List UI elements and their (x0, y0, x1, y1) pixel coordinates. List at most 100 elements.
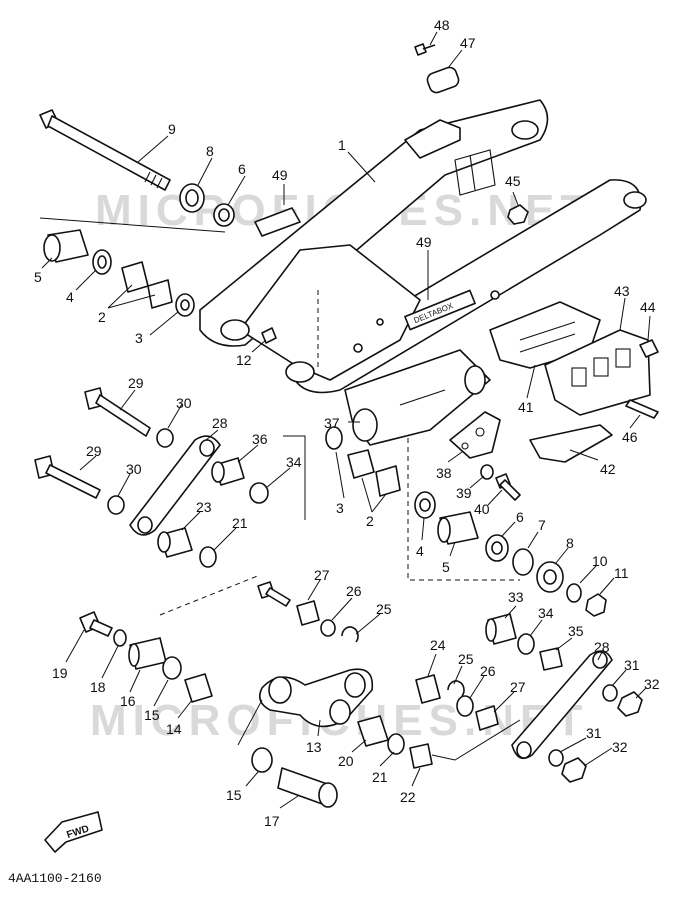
callout-25-lower: 25 (453, 651, 474, 685)
washer-31-upper (602, 684, 618, 702)
svg-text:25: 25 (376, 601, 392, 617)
callout-7: 7 (527, 517, 546, 549)
callout-30-lower: 30 (117, 461, 142, 497)
washer-30-upper (156, 428, 174, 448)
callout-5-left: 5 (34, 257, 53, 285)
callout-3-left: 3 (135, 311, 179, 346)
svg-text:34: 34 (286, 454, 302, 470)
callout-28-left: 28 (205, 415, 228, 441)
callout-12: 12 (236, 339, 267, 368)
oil-seal-4-center (414, 491, 436, 519)
collar-6 (213, 203, 235, 227)
callout-38: 38 (436, 451, 463, 481)
svg-text:36: 36 (252, 431, 268, 447)
svg-text:35: 35 (568, 623, 584, 639)
callout-19: 19 (52, 629, 85, 681)
callout-27-lower: 27 (493, 679, 526, 713)
callout-41: 41 (518, 364, 536, 415)
collar-5-center (437, 511, 479, 545)
callout-39: 39 (456, 475, 485, 501)
drawing-code: 4AA1100-2160 (8, 871, 102, 886)
svg-text:46: 46 (622, 429, 638, 445)
oil-seal-4 (92, 249, 112, 275)
callout-4-left: 4 (66, 269, 97, 305)
svg-text:24: 24 (430, 637, 446, 653)
washer-31-lower (548, 749, 564, 767)
svg-text:28: 28 (212, 415, 228, 431)
callout-32-lower: 32 (583, 739, 628, 767)
callout-6-top: 6 (227, 161, 246, 206)
callout-40: 40 (474, 489, 503, 517)
callout-47: 47 (447, 35, 476, 69)
callout-15-lower: 15 (226, 771, 259, 803)
callout-20: 20 (338, 739, 367, 769)
svg-text:27: 27 (510, 679, 526, 695)
callout-45: 45 (505, 173, 521, 206)
svg-text:37: 37 (324, 415, 340, 431)
callout-37: 37 (324, 415, 360, 431)
seal-15-upper (162, 656, 182, 680)
svg-text:23: 23 (196, 499, 212, 515)
washer-18 (113, 629, 127, 647)
oil-seal-8 (179, 183, 205, 213)
bolt-27-lower (475, 705, 499, 731)
callout-28-right: 28 (594, 639, 610, 661)
nut-32-lower (561, 757, 587, 783)
pin-12 (261, 327, 277, 344)
callout-24-lower: 24 (427, 637, 446, 677)
callout-26-lower: 26 (469, 663, 496, 699)
nut-11 (585, 593, 607, 617)
callout-22: 22 (400, 767, 421, 805)
connecting-rod-28-right (511, 650, 613, 760)
relay-13 (259, 668, 374, 728)
relay-arm-37 (344, 349, 491, 446)
pivot-collar-5 (43, 229, 89, 263)
bolt-48 (414, 43, 436, 56)
washer-3-center (325, 426, 343, 450)
svg-text:31: 31 (586, 725, 602, 741)
svg-text:38: 38 (436, 465, 452, 481)
svg-text:40: 40 (474, 501, 490, 517)
callout-11: 11 (599, 565, 629, 595)
washer-7 (512, 548, 534, 576)
pivot-axle-bolt (39, 109, 171, 191)
forward-direction-badge: FWD (44, 811, 103, 853)
svg-text:43: 43 (614, 283, 630, 299)
nut-45 (507, 204, 529, 225)
svg-text:44: 44 (640, 299, 656, 315)
svg-text:7: 7 (538, 517, 546, 533)
callout-48: 48 (429, 17, 450, 46)
connecting-rod-28-left (129, 435, 221, 536)
svg-text:4: 4 (66, 289, 74, 305)
seal-21-left (199, 546, 217, 568)
callout-32-upper: 32 (635, 676, 660, 699)
callout-8-right: 8 (555, 535, 574, 564)
svg-text:30: 30 (126, 461, 142, 477)
collar-35 (539, 647, 563, 671)
callout-10: 10 (579, 553, 608, 584)
svg-text:1: 1 (338, 137, 346, 153)
bolt-40 (495, 473, 521, 501)
callout-9: 9 (137, 121, 176, 163)
svg-text:49: 49 (416, 234, 432, 250)
callout-34-left: 34 (265, 454, 302, 489)
callout-35: 35 (555, 623, 584, 651)
svg-text:32: 32 (644, 676, 660, 692)
svg-text:14: 14 (166, 721, 182, 737)
callout-44: 44 (640, 299, 656, 341)
svg-text:16: 16 (120, 693, 136, 709)
svg-text:17: 17 (264, 813, 280, 829)
callout-14: 14 (166, 699, 193, 737)
callout-31-lower: 31 (559, 725, 602, 753)
callout-36: 36 (237, 431, 268, 463)
bearing-24-upper (296, 600, 320, 626)
collar-23 (157, 527, 193, 558)
svg-text:20: 20 (338, 753, 354, 769)
callout-6-right: 6 (501, 509, 524, 537)
callout-4-center: 4 (416, 517, 425, 559)
callout-43: 43 (614, 283, 630, 331)
circlip-25-upper (341, 626, 359, 643)
callout-26-upper: 26 (331, 583, 362, 621)
bolt-46 (625, 399, 659, 419)
